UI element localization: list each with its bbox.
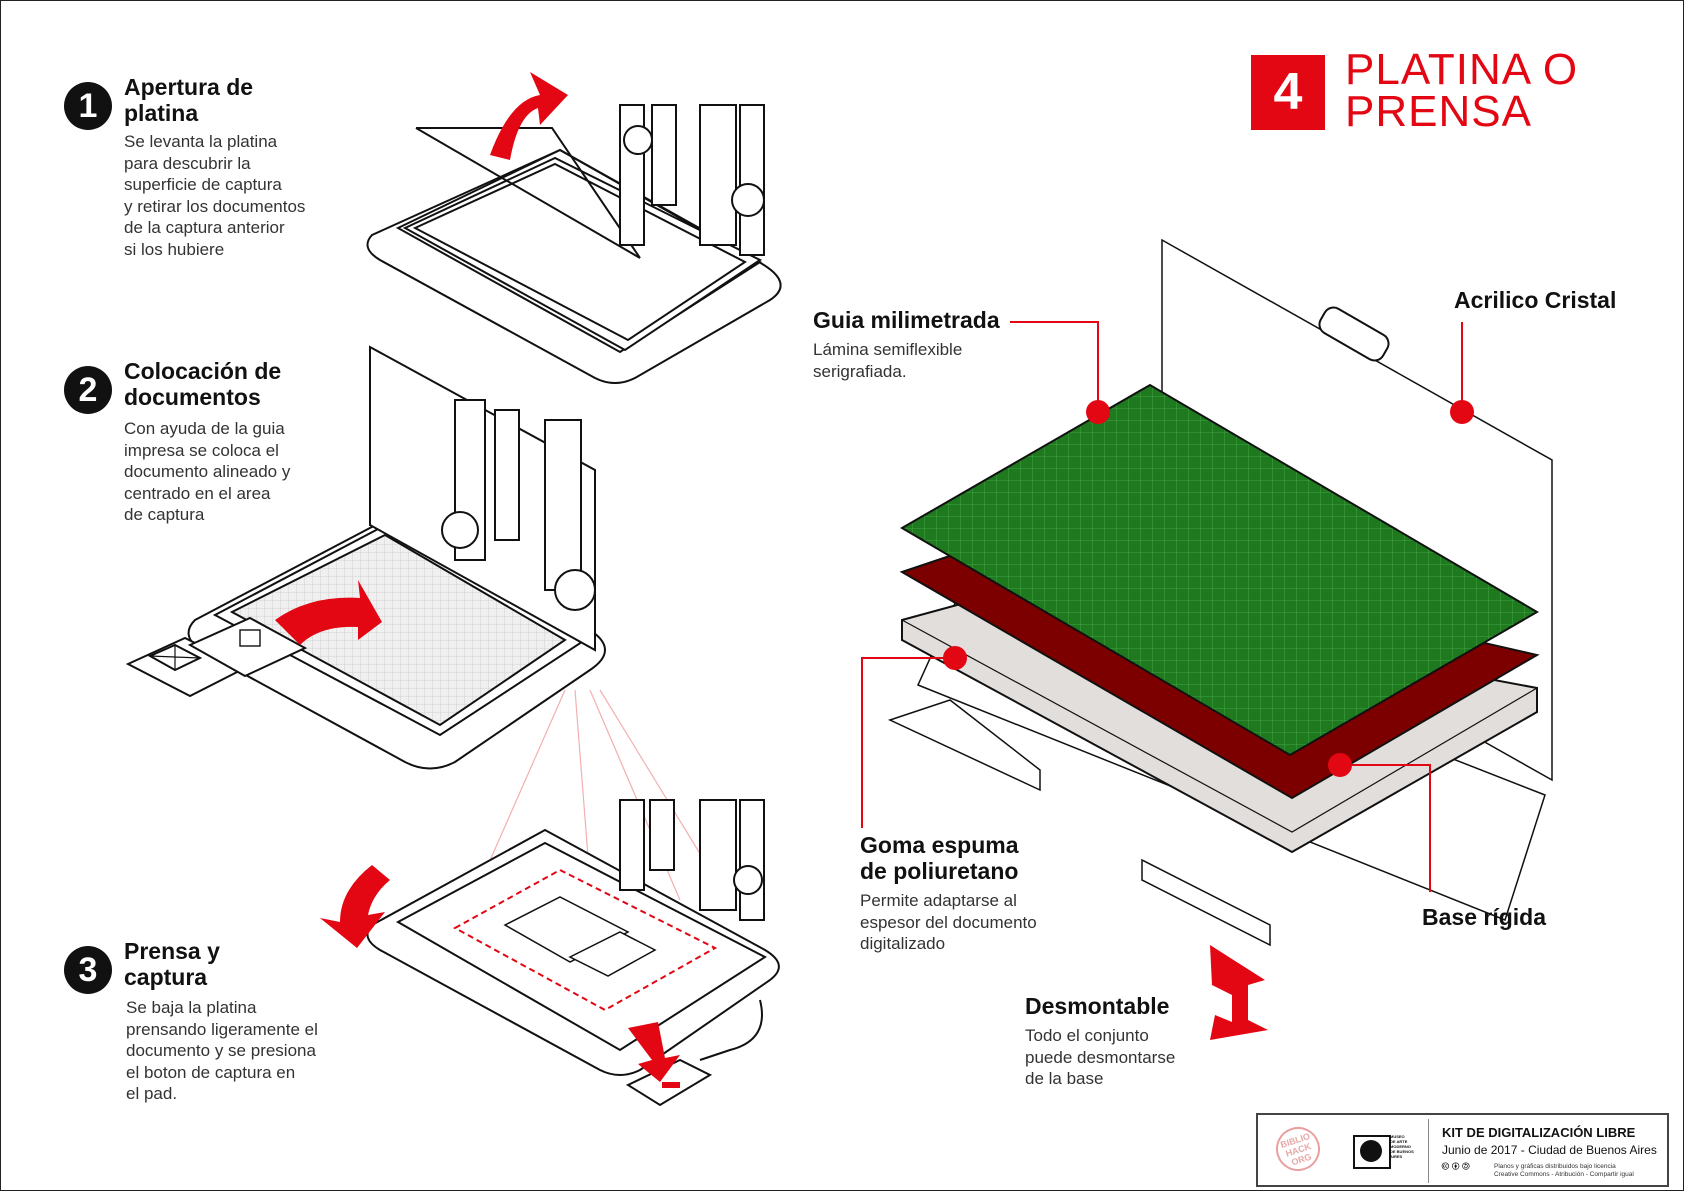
label-description: Lámina semiflexible serigrafiada. (813, 340, 963, 381)
step-heading: Prensa y captura (124, 938, 220, 990)
footer-date: Junio de 2017 - Ciudad de Buenos Aires (1442, 1143, 1657, 1157)
scene-3-press-capture (366, 799, 780, 1107)
arrow-down-icon (320, 865, 390, 948)
step-heading: Apertura de platina (124, 74, 254, 126)
museum-logo-text: MUSEO DE ARTE MODERNO DE BUENOS AIRES (1390, 1134, 1414, 1159)
step-number: 3 (64, 946, 112, 994)
label-guia-milimetrada: Guia milimetrada Lámina semiflexible ser… (813, 307, 1000, 382)
label-acrilico-cristal: Acrilico Cristal (1454, 287, 1616, 313)
label-desmontable: Desmontable Todo el conjunto puede desmo… (1025, 993, 1175, 1090)
label-heading: Base rígida (1422, 904, 1546, 930)
bibliohack-logo: BIBLIO HACK ORG (1270, 1121, 1326, 1177)
label-description: Todo el conjunto puede desmontarse de la… (1025, 1026, 1176, 1088)
museum-logo (1353, 1135, 1391, 1169)
scene-2-place-documents (125, 345, 606, 770)
page-title: PLATINA O PRENSA (1345, 45, 1579, 136)
label-heading: Goma espuma de poliuretano (860, 832, 1019, 884)
press-arrow-icon (628, 1022, 680, 1082)
step-description: Se baja la platina prensando ligeramente… (126, 998, 318, 1103)
scene-1-open-platen (366, 104, 782, 384)
step-number: 1 (64, 82, 112, 130)
label-heading: Acrilico Cristal (1454, 287, 1617, 313)
label-base-rigida: Base rígida (1422, 904, 1546, 930)
footer-title: KIT DE DIGITALIZACIÓN LIBRE (1442, 1125, 1636, 1140)
label-heading: Guia milimetrada (813, 307, 1000, 333)
double-arrow-icon (1210, 945, 1268, 1040)
step-description: Se levanta la platina para descubrir la … (124, 132, 306, 259)
creative-commons-icon: 🅭 🅯 🄎 (1442, 1160, 1470, 1173)
title-number-badge: 4 (1251, 55, 1325, 130)
step-heading: Colocación de documentos (124, 358, 282, 410)
step-description: Con ayuda de la guia impresa se coloca e… (124, 419, 291, 524)
footer-divider (1428, 1119, 1429, 1183)
exploded-view (887, 238, 1553, 947)
arrow-right-icon (275, 580, 382, 645)
callouts (861, 321, 1463, 892)
callout-dots (943, 400, 1474, 777)
label-description: Permite adaptarse al espesor del documen… (860, 891, 1037, 953)
label-heading: Desmontable (1025, 993, 1170, 1019)
footer-credits: BIBLIO HACK ORG MUSEO DE ARTE MODERNO DE… (1256, 1113, 1669, 1187)
arrow-up-icon (490, 72, 568, 160)
label-goma-espuma: Goma espuma de poliuretano Permite adapt… (860, 832, 1037, 955)
step-number: 2 (64, 366, 112, 414)
footer-license: Planos y gráficas distribuidos bajo lice… (1494, 1163, 1634, 1178)
